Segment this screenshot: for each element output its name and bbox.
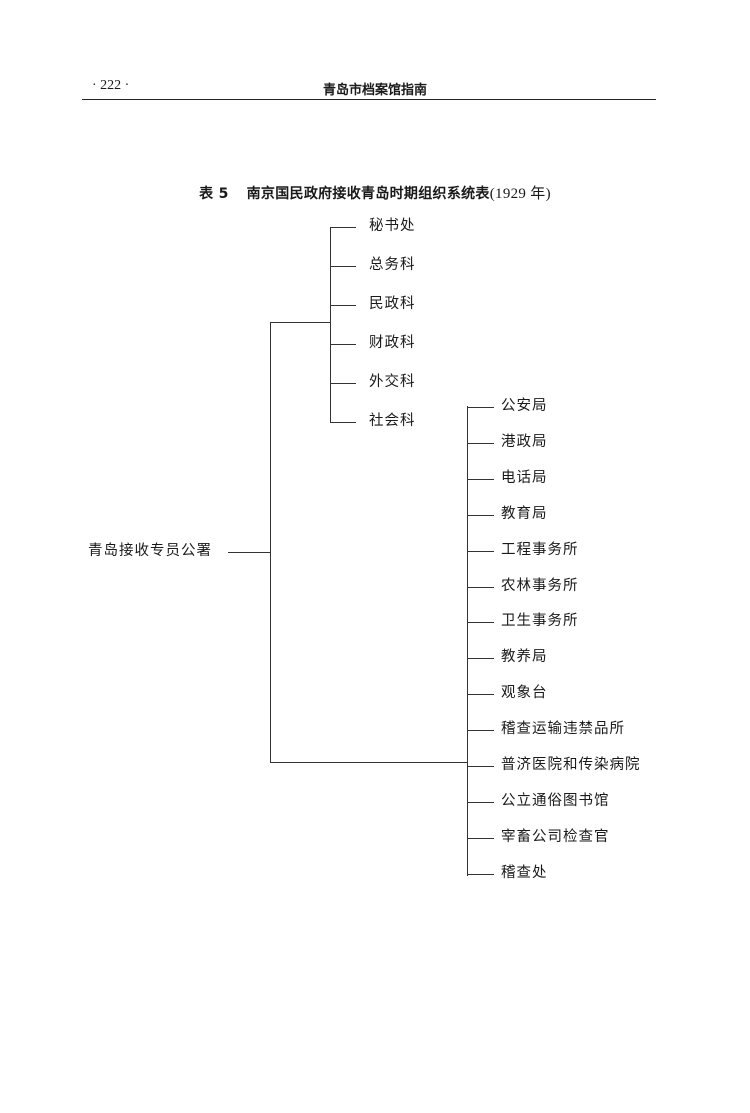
org-section-connector [330, 266, 356, 267]
org-bureau-label: 稽查运输违禁品所 [501, 721, 625, 737]
org-bureau-connector [467, 515, 494, 516]
org-section-connector [330, 383, 356, 384]
org-section-label: 财政科 [369, 335, 416, 351]
branch-to-sections [270, 322, 330, 323]
org-bureau-connector [467, 694, 494, 695]
org-bureau-connector [467, 622, 494, 623]
org-bureau-label: 观象台 [501, 685, 548, 701]
org-section-label: 民政科 [369, 296, 416, 312]
org-section-label: 外交科 [369, 374, 416, 390]
org-bureau-connector [467, 407, 494, 408]
org-bureau-connector [467, 658, 494, 659]
root-connector [228, 552, 270, 553]
org-bureau-connector [467, 479, 494, 480]
table-number: 表 5 [199, 186, 229, 202]
org-section-label: 社会科 [369, 413, 416, 429]
org-bureau-label: 工程事务所 [501, 542, 579, 558]
org-section-connector [330, 344, 356, 345]
table-title: 南京国民政府接收青岛时期组织系统表 [246, 186, 490, 202]
running-header-title: 青岛市档案馆指南 [322, 83, 427, 98]
org-section-connector [330, 227, 356, 228]
org-bureau-connector [467, 766, 494, 767]
org-bureau-label: 电话局 [501, 470, 548, 486]
org-section-connector [330, 305, 356, 306]
org-section-connector [330, 422, 356, 423]
org-bureau-label: 教养局 [501, 649, 548, 665]
org-bureau-connector [467, 587, 494, 588]
trunk-line [270, 322, 271, 763]
bureaus-bracket [467, 406, 468, 876]
org-bureau-connector [467, 443, 494, 444]
org-bureau-label: 普济医院和传染病院 [501, 757, 641, 773]
org-bureau-connector [467, 838, 494, 839]
org-bureau-label: 公立通俗图书馆 [501, 793, 610, 809]
branch-to-bureaus [270, 762, 467, 763]
page-number: · 222 · [92, 78, 130, 93]
sections-bracket [330, 227, 331, 423]
org-section-label: 总务科 [369, 257, 416, 273]
org-bureau-connector [467, 551, 494, 552]
org-bureau-connector [467, 802, 494, 803]
org-bureau-label: 宰畜公司检查官 [501, 829, 610, 845]
org-section-label: 秘书处 [369, 218, 416, 234]
org-bureau-label: 教育局 [501, 506, 548, 522]
org-bureau-label: 稽查处 [501, 865, 548, 881]
org-bureau-label: 卫生事务所 [501, 613, 579, 629]
org-bureau-label: 港政局 [501, 434, 548, 450]
header-rule [82, 99, 656, 100]
org-root: 青岛接收专员公署 [88, 543, 212, 559]
org-bureau-connector [467, 874, 494, 875]
org-bureau-connector [467, 730, 494, 731]
org-bureau-label: 公安局 [501, 398, 548, 414]
table-caption: 表 5 南京国民政府接收青岛时期组织系统表(1929 年) [0, 182, 750, 203]
table-year: (1929 年) [489, 186, 551, 202]
org-bureau-label: 农林事务所 [501, 578, 579, 594]
